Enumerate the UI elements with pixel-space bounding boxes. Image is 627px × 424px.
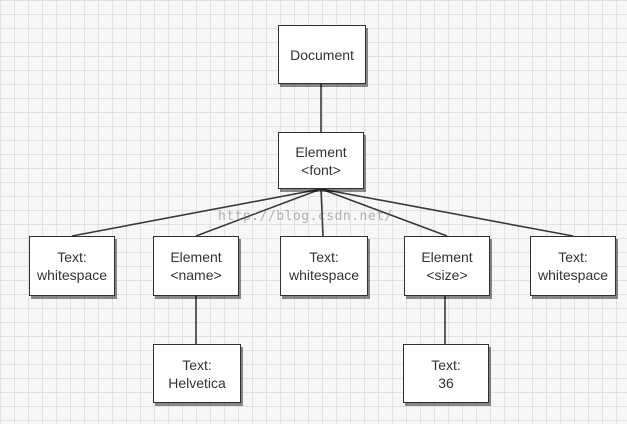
text-whitespace-node-3: Text: whitespace <box>530 236 616 296</box>
text-helvetica-type: Text: <box>182 356 212 373</box>
text-whitespace-2-value: whitespace <box>288 267 360 283</box>
element-size-type: Element <box>421 249 473 265</box>
text-36-type: Text: <box>431 356 461 373</box>
document-node: Document <box>278 25 366 84</box>
text-whitespace-node-2: Text: whitespace <box>280 236 368 296</box>
element-font-tag: <font> <box>301 161 341 178</box>
watermark-text: http://blog.csdn.net/ <box>218 209 393 224</box>
text-helvetica-node: Text: Helvetica <box>153 344 241 403</box>
text-helvetica-value: Helvetica <box>168 374 226 391</box>
element-size-node: Element <size> <box>404 236 490 296</box>
edge-font-name <box>195 188 322 237</box>
document-node-label: Document <box>290 46 354 63</box>
text-whitespace-1-type: Text: <box>57 249 87 265</box>
text-whitespace-3-value: whitespace <box>537 267 609 283</box>
text-36-value: 36 <box>438 374 454 391</box>
text-whitespace-3-type: Text: <box>558 249 588 265</box>
element-name-node: Element <name> <box>153 236 239 296</box>
edge-font-ws3 <box>320 188 574 237</box>
edge-font-ws1 <box>71 188 322 237</box>
edge-font-size <box>320 188 448 237</box>
element-size-tag: <size> <box>426 267 468 283</box>
element-name-type: Element <box>170 249 222 265</box>
edge-font-ws2 <box>320 188 324 237</box>
element-font-node: Element <font> <box>278 132 364 189</box>
element-font-type: Element <box>295 143 347 160</box>
text-36-node: Text: 36 <box>403 344 489 403</box>
text-whitespace-node-1: Text: whitespace <box>29 236 115 296</box>
element-name-tag: <name> <box>170 267 222 283</box>
text-whitespace-2-type: Text: <box>309 249 339 265</box>
text-whitespace-1-value: whitespace <box>36 267 108 283</box>
